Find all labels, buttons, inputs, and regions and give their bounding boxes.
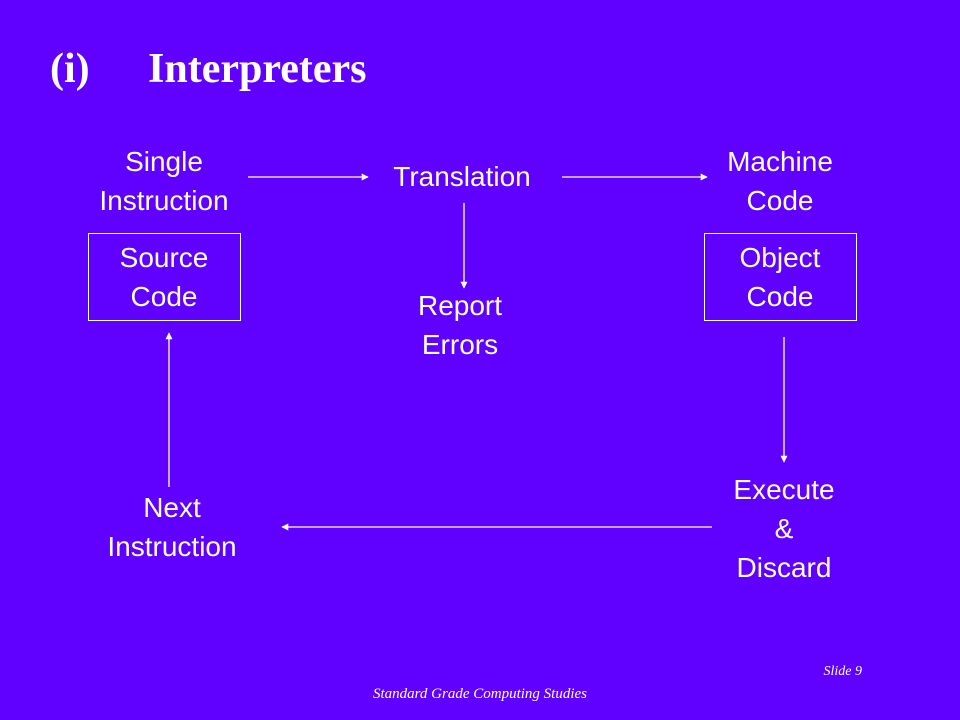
machine-code-label: Machine Code bbox=[727, 146, 833, 216]
single-instruction-label: Single Instruction bbox=[99, 146, 229, 216]
title-text: Interpreters bbox=[148, 46, 367, 92]
slide-number: Slide 9 bbox=[823, 664, 863, 679]
next-instruction-label: Next Instruction bbox=[107, 492, 237, 562]
footer-text: Standard Grade Computing Studies bbox=[372, 686, 588, 702]
translation-label: Translation bbox=[393, 161, 531, 192]
report-errors-label: Report Errors bbox=[417, 290, 503, 360]
object-code-box bbox=[704, 233, 857, 321]
title-number: (i) bbox=[50, 46, 90, 92]
execute-discard-label: Execute & Discard bbox=[733, 474, 835, 583]
source-code-label: Source Code bbox=[119, 242, 209, 312]
source-code-box bbox=[88, 233, 241, 321]
object-code-label: Object Code bbox=[739, 242, 821, 312]
slide-title: (i) Interpreters bbox=[50, 48, 366, 90]
